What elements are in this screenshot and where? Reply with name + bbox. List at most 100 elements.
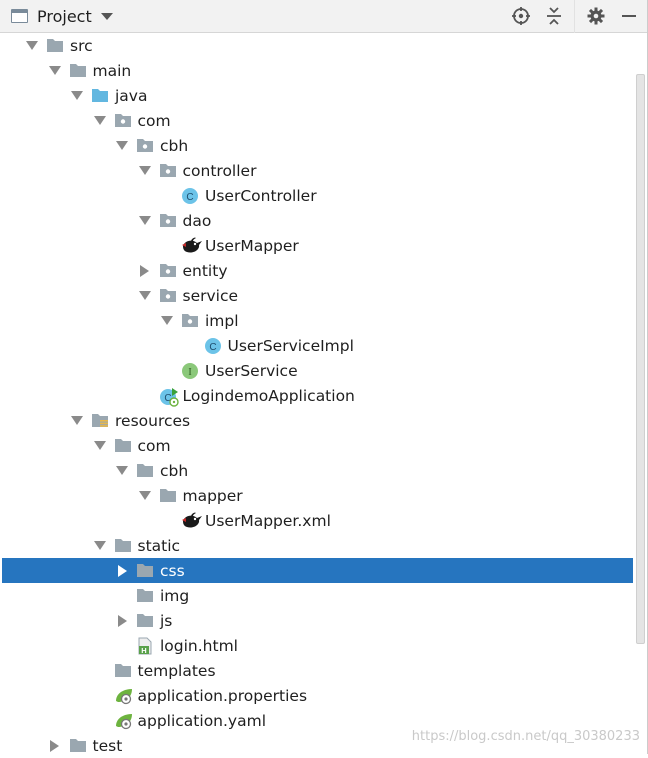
chevron-right-icon[interactable] xyxy=(139,264,151,277)
resources-folder-icon xyxy=(91,412,109,430)
tree-node-label: templates xyxy=(137,661,216,680)
tree-node-impl[interactable]: impl xyxy=(2,308,633,333)
spring-config-icon xyxy=(114,687,132,705)
chevron-down-icon[interactable] xyxy=(138,165,151,177)
tree-node-label: entity xyxy=(182,261,228,280)
project-tool-window-header: Project xyxy=(0,0,648,33)
chevron-down-icon[interactable] xyxy=(26,40,38,52)
minimize-icon[interactable] xyxy=(618,5,640,27)
chevron-right-icon[interactable] xyxy=(116,564,128,577)
class-icon: C xyxy=(204,337,222,355)
folder-icon xyxy=(114,662,132,680)
panel-title: Project xyxy=(37,6,92,26)
tree-node-application-properties[interactable]: application.properties xyxy=(2,683,633,708)
tree-node-label: UserMapper xyxy=(205,236,299,255)
chevron-down-icon[interactable] xyxy=(71,90,83,102)
tree-node-cbh[interactable]: cbh xyxy=(2,133,633,158)
chevron-right-icon[interactable] xyxy=(116,614,128,627)
tree-node-templates[interactable]: templates xyxy=(2,658,633,683)
vertical-scrollbar[interactable] xyxy=(636,74,645,644)
interface-icon: I xyxy=(181,362,199,380)
chevron-down-icon[interactable] xyxy=(138,215,151,227)
tree-node-mapper[interactable]: mapper xyxy=(2,483,633,508)
tree-node-label: com xyxy=(137,436,171,455)
tree-node-img[interactable]: img xyxy=(2,583,633,608)
tree-node-resources[interactable]: resources xyxy=(2,408,633,433)
tree-node-label: controller xyxy=(182,161,257,180)
mybatis-bird-icon xyxy=(181,512,202,530)
folder-icon xyxy=(136,612,154,630)
tree-node-com[interactable]: com xyxy=(2,108,633,133)
tree-node-label: UserMapper.xml xyxy=(205,511,331,530)
tree-node-entity[interactable]: entity xyxy=(2,258,633,283)
tree-node-main[interactable]: main xyxy=(2,58,633,83)
tree-node-label: service xyxy=(182,286,239,305)
tree-node-label: img xyxy=(160,586,190,605)
tree-node-label: dao xyxy=(182,211,212,230)
tree-node-usermapper-xml[interactable]: UserMapper.xml xyxy=(2,508,633,533)
tree-node-label: login.html xyxy=(160,636,238,655)
folder-icon xyxy=(69,62,87,80)
tree-node-js[interactable]: js xyxy=(2,608,633,633)
chevron-down-icon[interactable] xyxy=(93,440,106,452)
tree-node-cbh[interactable]: cbh xyxy=(2,458,633,483)
svg-text:C: C xyxy=(186,192,193,203)
tree-node-label: UserServiceImpl xyxy=(227,336,354,355)
chevron-down-icon[interactable] xyxy=(161,315,173,327)
chevron-down-icon[interactable] xyxy=(138,290,151,302)
tree-node-userserviceimpl[interactable]: C UserServiceImpl xyxy=(2,333,633,358)
spring-config-icon xyxy=(114,712,132,730)
tree-node-application-yaml[interactable]: application.yaml xyxy=(2,708,633,733)
tree-node-label: static xyxy=(137,536,181,555)
tree-node-label: resources xyxy=(115,411,191,430)
folder-icon xyxy=(46,37,64,55)
chevron-down-icon[interactable] xyxy=(138,490,151,502)
toolbar-divider xyxy=(574,0,575,33)
tree-node-label: application.yaml xyxy=(137,711,267,730)
package-icon xyxy=(159,212,177,230)
tree-node-label: js xyxy=(160,611,173,630)
chevron-down-icon[interactable] xyxy=(93,115,106,127)
chevron-down-icon[interactable] xyxy=(93,540,106,552)
package-icon xyxy=(181,312,199,330)
tree-node-com[interactable]: com xyxy=(2,433,633,458)
tree-node-css[interactable]: css xyxy=(2,558,633,583)
tree-node-label: test xyxy=(92,736,123,755)
html-file-icon: H xyxy=(136,637,154,655)
tree-node-src[interactable]: src xyxy=(2,33,633,58)
tree-node-java[interactable]: java xyxy=(2,83,633,108)
chevron-down-icon[interactable] xyxy=(116,140,128,152)
chevron-down-icon[interactable] xyxy=(48,65,61,77)
chevron-down-icon[interactable] xyxy=(100,12,113,20)
tree-node-service[interactable]: service xyxy=(2,283,633,308)
locate-target-icon[interactable] xyxy=(510,5,532,27)
tree-node-label: cbh xyxy=(160,461,189,480)
chevron-right-icon[interactable] xyxy=(49,739,61,752)
source-folder-icon xyxy=(91,87,109,105)
tree-node-usermapper[interactable]: UserMapper xyxy=(2,233,633,258)
gear-icon[interactable] xyxy=(574,0,607,33)
project-view-selector[interactable]: Project xyxy=(11,6,113,26)
package-icon xyxy=(136,137,154,155)
collapse-all-icon[interactable] xyxy=(543,5,565,27)
folder-icon xyxy=(114,537,132,555)
package-icon xyxy=(159,287,177,305)
tree-node-label: src xyxy=(70,36,93,55)
tree-node-label: main xyxy=(92,61,132,80)
chevron-down-icon[interactable] xyxy=(71,415,83,427)
tree-node-test[interactable]: test xyxy=(2,733,633,758)
class-icon: C xyxy=(181,187,199,205)
tree-node-label: impl xyxy=(205,311,239,330)
tree-node-static[interactable]: static xyxy=(2,533,633,558)
tree-node-label: css xyxy=(160,561,185,580)
tree-node-controller[interactable]: controller xyxy=(2,158,633,183)
folder-icon xyxy=(136,562,154,580)
svg-text:C: C xyxy=(209,342,216,353)
chevron-down-icon[interactable] xyxy=(116,465,128,477)
tree-node-dao[interactable]: dao xyxy=(2,208,633,233)
